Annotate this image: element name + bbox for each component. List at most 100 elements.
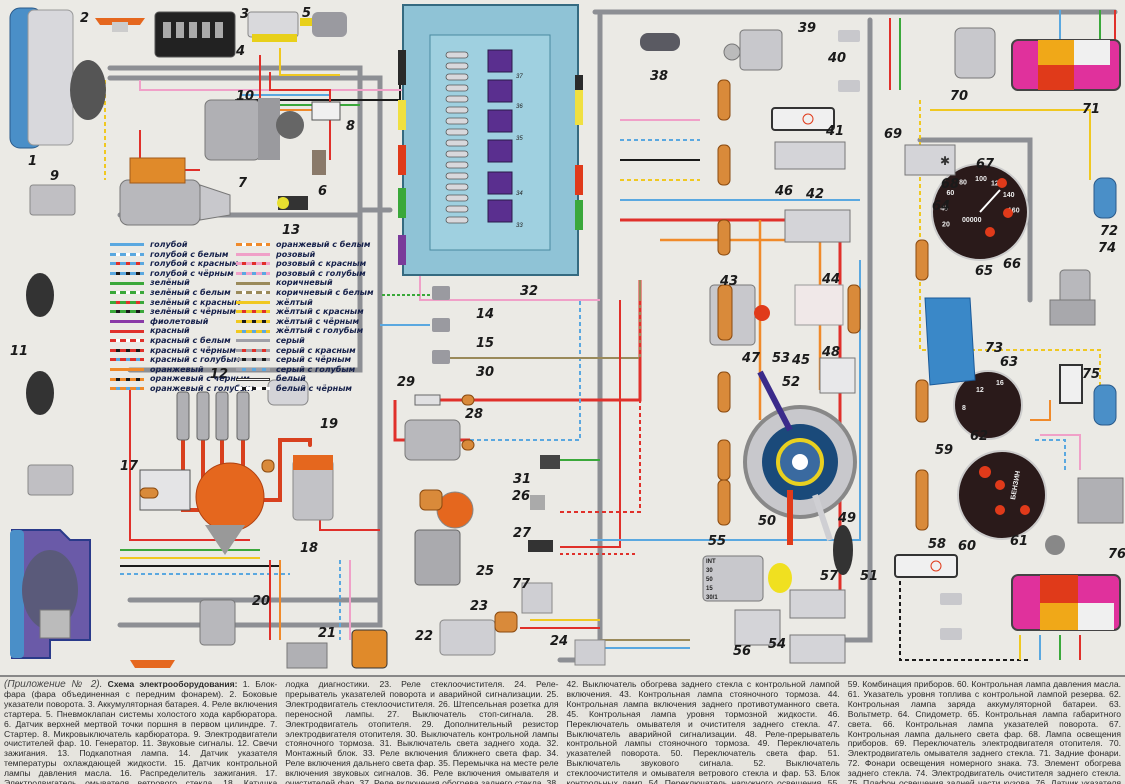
legend-label: зелёный с белым [150,287,231,297]
terminal-30-1: 30/1 [706,595,718,601]
callout-label: 70 [950,89,968,104]
caption: (Приложение № 2). Схема электрооборудова… [0,675,1125,784]
starter-relay [247,11,299,42]
diagnostic-connector [351,629,388,669]
fuse [445,84,469,92]
callout-label: 20 [252,594,270,609]
wire-stop-red [560,300,621,548]
legend-item: коричневый с белым [236,288,374,298]
charge-lamp-icon [995,480,1005,490]
legend-label: серый с чёрным [276,355,351,365]
speedometer-tick-label: 40 [940,205,948,212]
callout-label: 66 [1003,257,1021,272]
relay [487,199,513,223]
callout-label: 25 [476,564,494,579]
fuel-reserve-lamp-icon [1020,505,1030,515]
wire-red-low [129,390,250,541]
block-connector-green-right [575,200,583,230]
oil-lamp-icon [995,505,1005,515]
fuse [445,117,469,125]
fuse [445,194,469,202]
lamp-bulb-icon [930,560,942,572]
legend-label: серый с голубым [276,364,356,374]
callout-label: 1 [28,154,37,169]
fuse [445,73,469,81]
terminal-15: 15 [706,586,713,592]
lamp-bulb-icon [802,113,814,125]
wire-swatch-icon [110,377,144,381]
connector [717,479,731,526]
wire-swatch-icon [236,377,270,381]
callout-label: 63 [1000,355,1018,370]
speedometer-tick-label: 100 [975,176,987,183]
alternator [204,98,304,161]
legend-label: белый [276,374,306,384]
harness-left-low [127,202,363,373]
fuse [445,161,469,169]
callout-label: 10 [236,89,254,104]
block-connectors [398,50,583,100]
callout-label: 62 [970,429,988,444]
door-switch-4 [940,628,962,640]
wire-swatch-icon [110,291,144,295]
exterior-light-switch [789,634,846,664]
wire-swatch-icon [110,387,144,391]
legend-item: зелёный с красным [110,298,254,308]
terminal-30: 30 [706,568,713,574]
battery [154,11,236,58]
callout-label: 11 [10,344,28,359]
connector [461,439,475,451]
ht-lead-coil [253,438,312,502]
wire-swatch-icon [110,262,144,266]
door-switch-1 [838,30,860,42]
connector [847,284,861,334]
legend-item: оранжевый [110,365,254,375]
fuel-level-sender [1045,477,1124,555]
block-connector-red-right [575,165,583,195]
wire-swatch-icon [236,300,270,304]
glovebox-lamp [640,33,680,51]
callout-label: 32 [520,284,538,299]
callout-label: 8 [346,119,355,134]
wire-swatch-icon [110,320,144,324]
block-connector-red [398,145,406,175]
steering-column-switch [743,370,857,545]
connector [717,371,731,413]
wire-swatch-icon [236,252,270,256]
connector [139,487,159,499]
fuse [445,139,469,147]
legend-item: коричневый [236,278,374,288]
block-connector-yellow [398,100,406,130]
legend-item: жёлтый с красным [236,307,374,317]
callout-label: 15 [476,336,494,351]
callout-label: 6 [318,184,327,199]
heater-fan-switch: ✱ [904,144,956,176]
wire-swatch-icon [236,387,270,391]
block-connector-yellow-right [575,90,583,125]
fuse [445,128,469,136]
callout-label: 58 [928,537,946,552]
callout-label: 38 [650,69,668,84]
horn-2 [26,371,54,415]
legend-item: серый с голубым [236,365,374,375]
speedometer-tick-label: 80 [959,179,967,186]
brake-light-switch [528,540,553,552]
legend-item: голубой с чёрным [110,269,254,279]
callout-label: 72 [1100,224,1118,239]
callout-label: 54 [768,637,786,652]
caption-prefix: (Приложение № 2). [4,679,103,690]
legend-item: красный с чёрным [110,346,254,356]
coolant-temp-sensor [432,286,450,300]
harness-front-top [107,65,393,213]
block-connector-green [398,188,406,218]
heater-motor [404,419,461,461]
relay-label: 33 [516,223,523,229]
callout-label: 18 [300,541,318,556]
wire-swatch-icon [110,348,144,352]
wire-red-white [560,300,641,513]
legend-item: красный с белым [110,336,254,346]
callout-label: 67 [976,157,995,172]
legend-label: оранжевый с голубым [150,383,254,393]
